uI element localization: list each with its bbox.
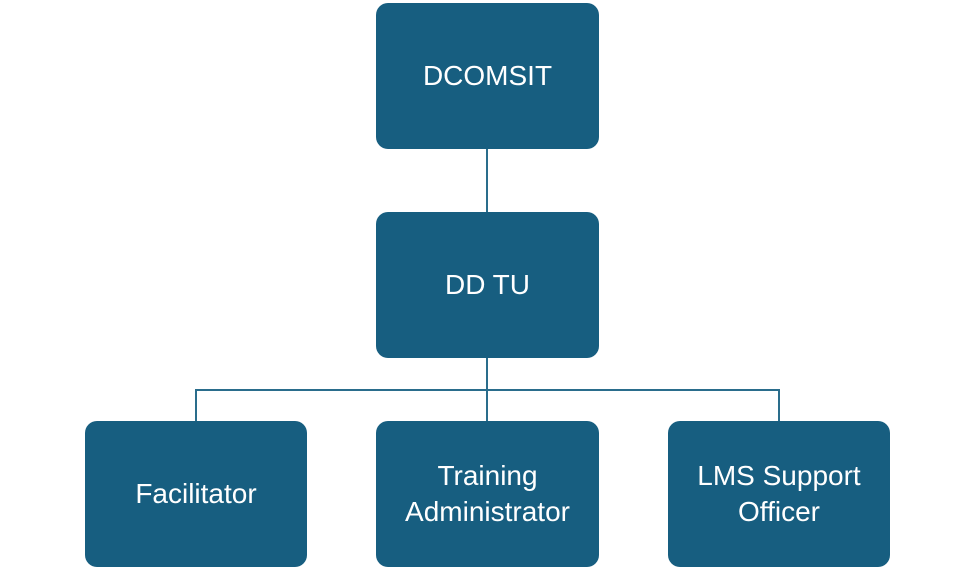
node-training-administrator-label: Training Administrator <box>405 460 570 527</box>
node-lms-support-officer: LMS Support Officer <box>668 421 890 567</box>
node-lms-support-officer-label: LMS Support Officer <box>697 460 861 527</box>
node-dcomsit-label: DCOMSIT <box>422 60 553 91</box>
node-dcomsit: DCOMSIT <box>376 3 599 149</box>
node-facilitator: Facilitator <box>85 421 307 567</box>
node-dd-tu: DD TU <box>376 212 599 358</box>
node-dd-tu-label: DD TU <box>444 269 531 300</box>
node-training-administrator: Training Administrator <box>376 421 599 567</box>
node-facilitator-label: Facilitator <box>135 478 257 509</box>
